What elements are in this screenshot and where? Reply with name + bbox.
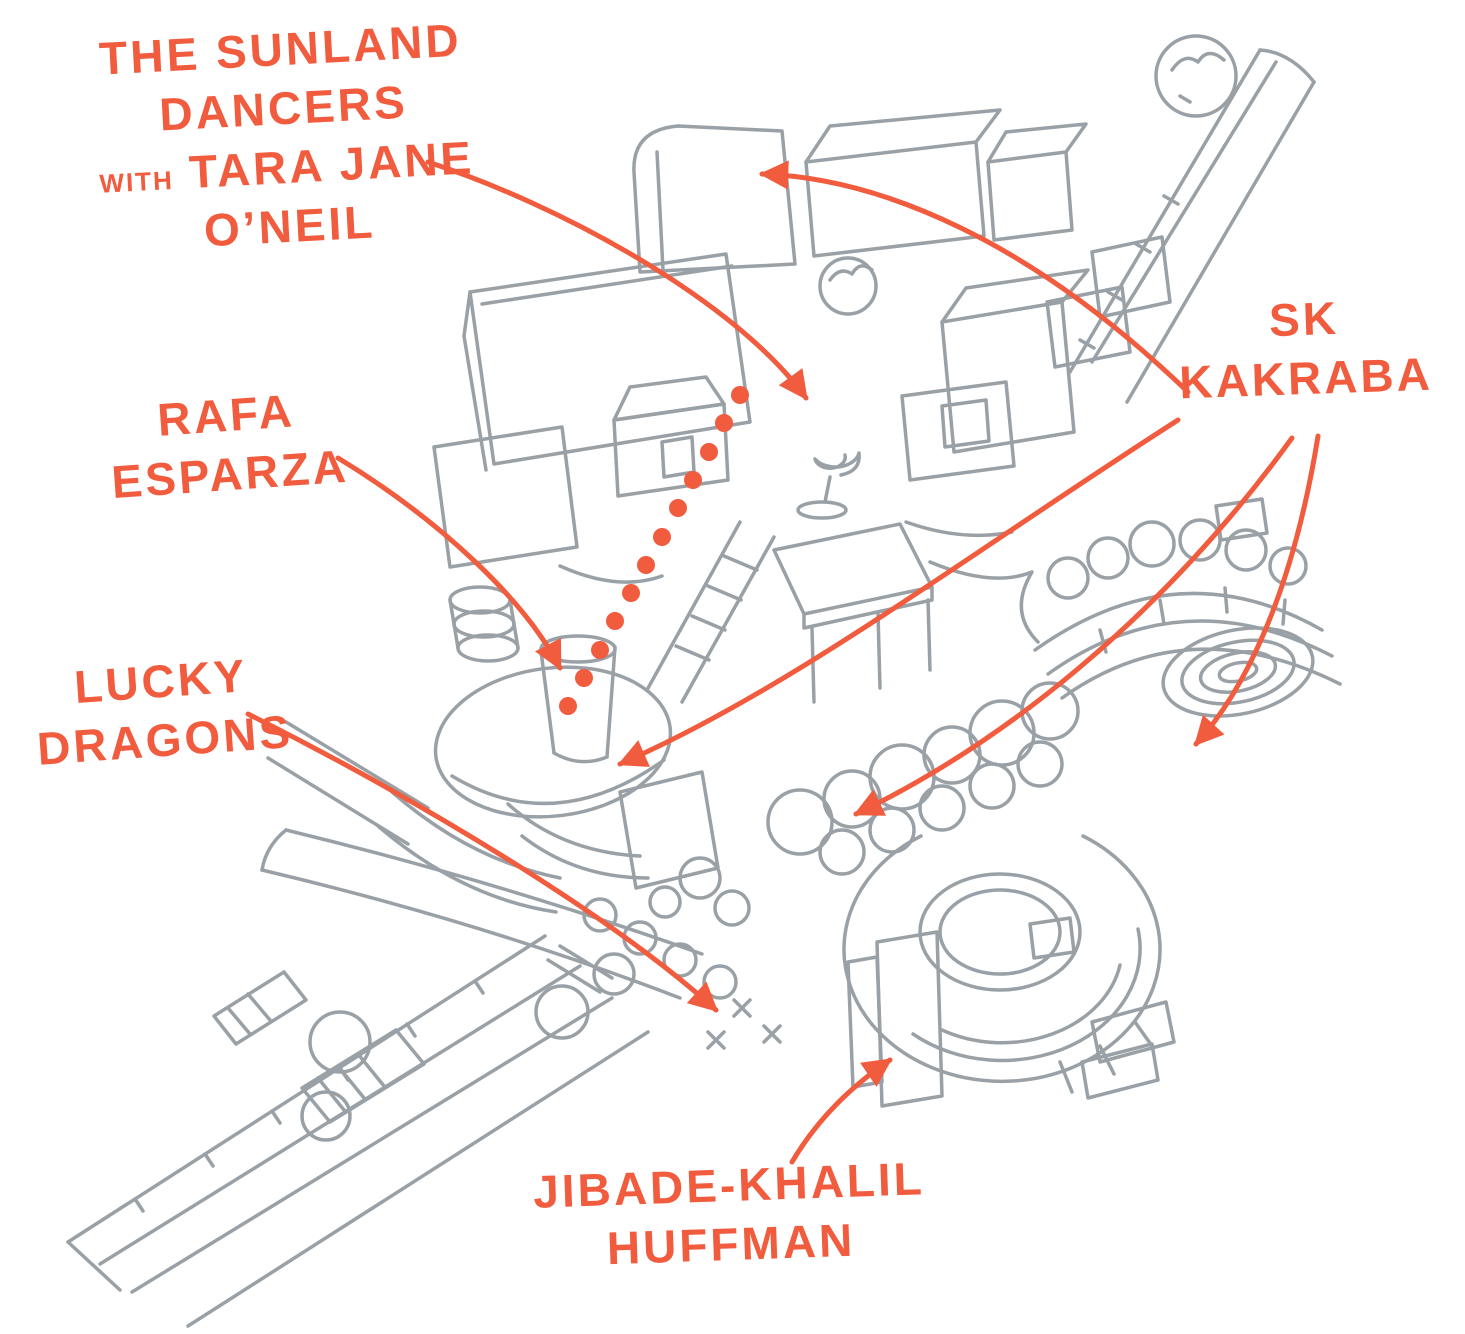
arrow-jibade-khalil: [789, 1057, 893, 1165]
label-jibade-khalil-huffman: JIBADE-KHALIL HUFFMAN: [503, 1148, 957, 1281]
sketch-pavilion: [772, 522, 934, 704]
arrow-sk-kakraba-target: [1193, 433, 1321, 747]
annotation-arrows: [245, 159, 1321, 1165]
label-lucky-dragons: LUCKY DRAGONS: [24, 643, 302, 779]
label-line-part: TARA JANE: [187, 130, 476, 198]
sketch-spiral-sculpture: [796, 451, 861, 520]
label-line: SK: [1268, 291, 1340, 347]
sketch-stairs: [645, 520, 776, 704]
sketch-promenade: [66, 934, 650, 1328]
map-sketch: [66, 34, 1342, 1328]
label-with-word: WITH: [98, 164, 175, 199]
dotted-route: [559, 386, 749, 715]
arrow-sunland-dancers: [425, 159, 809, 401]
arrow-sk-kakraba-top: [759, 160, 1191, 395]
arrow-sk-kakraba-plaza: [617, 417, 1181, 767]
sketch-terraces: [904, 497, 1342, 718]
label-sk-kakraba: SK KAKRABA: [1148, 285, 1462, 413]
sketch-walkway: [1068, 34, 1316, 404]
arrow-lucky-dragons: [245, 711, 719, 1013]
sketch-plaza: [376, 634, 720, 914]
arrow-sk-kakraba-trees: [853, 435, 1295, 817]
label-sunland-dancers: THE SUNLAND DANCERS WITH TARA JANE O’NEI…: [79, 10, 491, 266]
sketch-top-buildings: [632, 108, 1172, 482]
label-rafa-esparza: RAFA ESPARZA: [84, 376, 372, 513]
label-line: KAKRABA: [1178, 347, 1434, 409]
arrow-rafa-esparza: [335, 455, 563, 671]
sketch-paths: [260, 564, 782, 1050]
sketch-amphitheater: [842, 834, 1176, 1108]
sketch-tree-rows: [582, 681, 1080, 1000]
